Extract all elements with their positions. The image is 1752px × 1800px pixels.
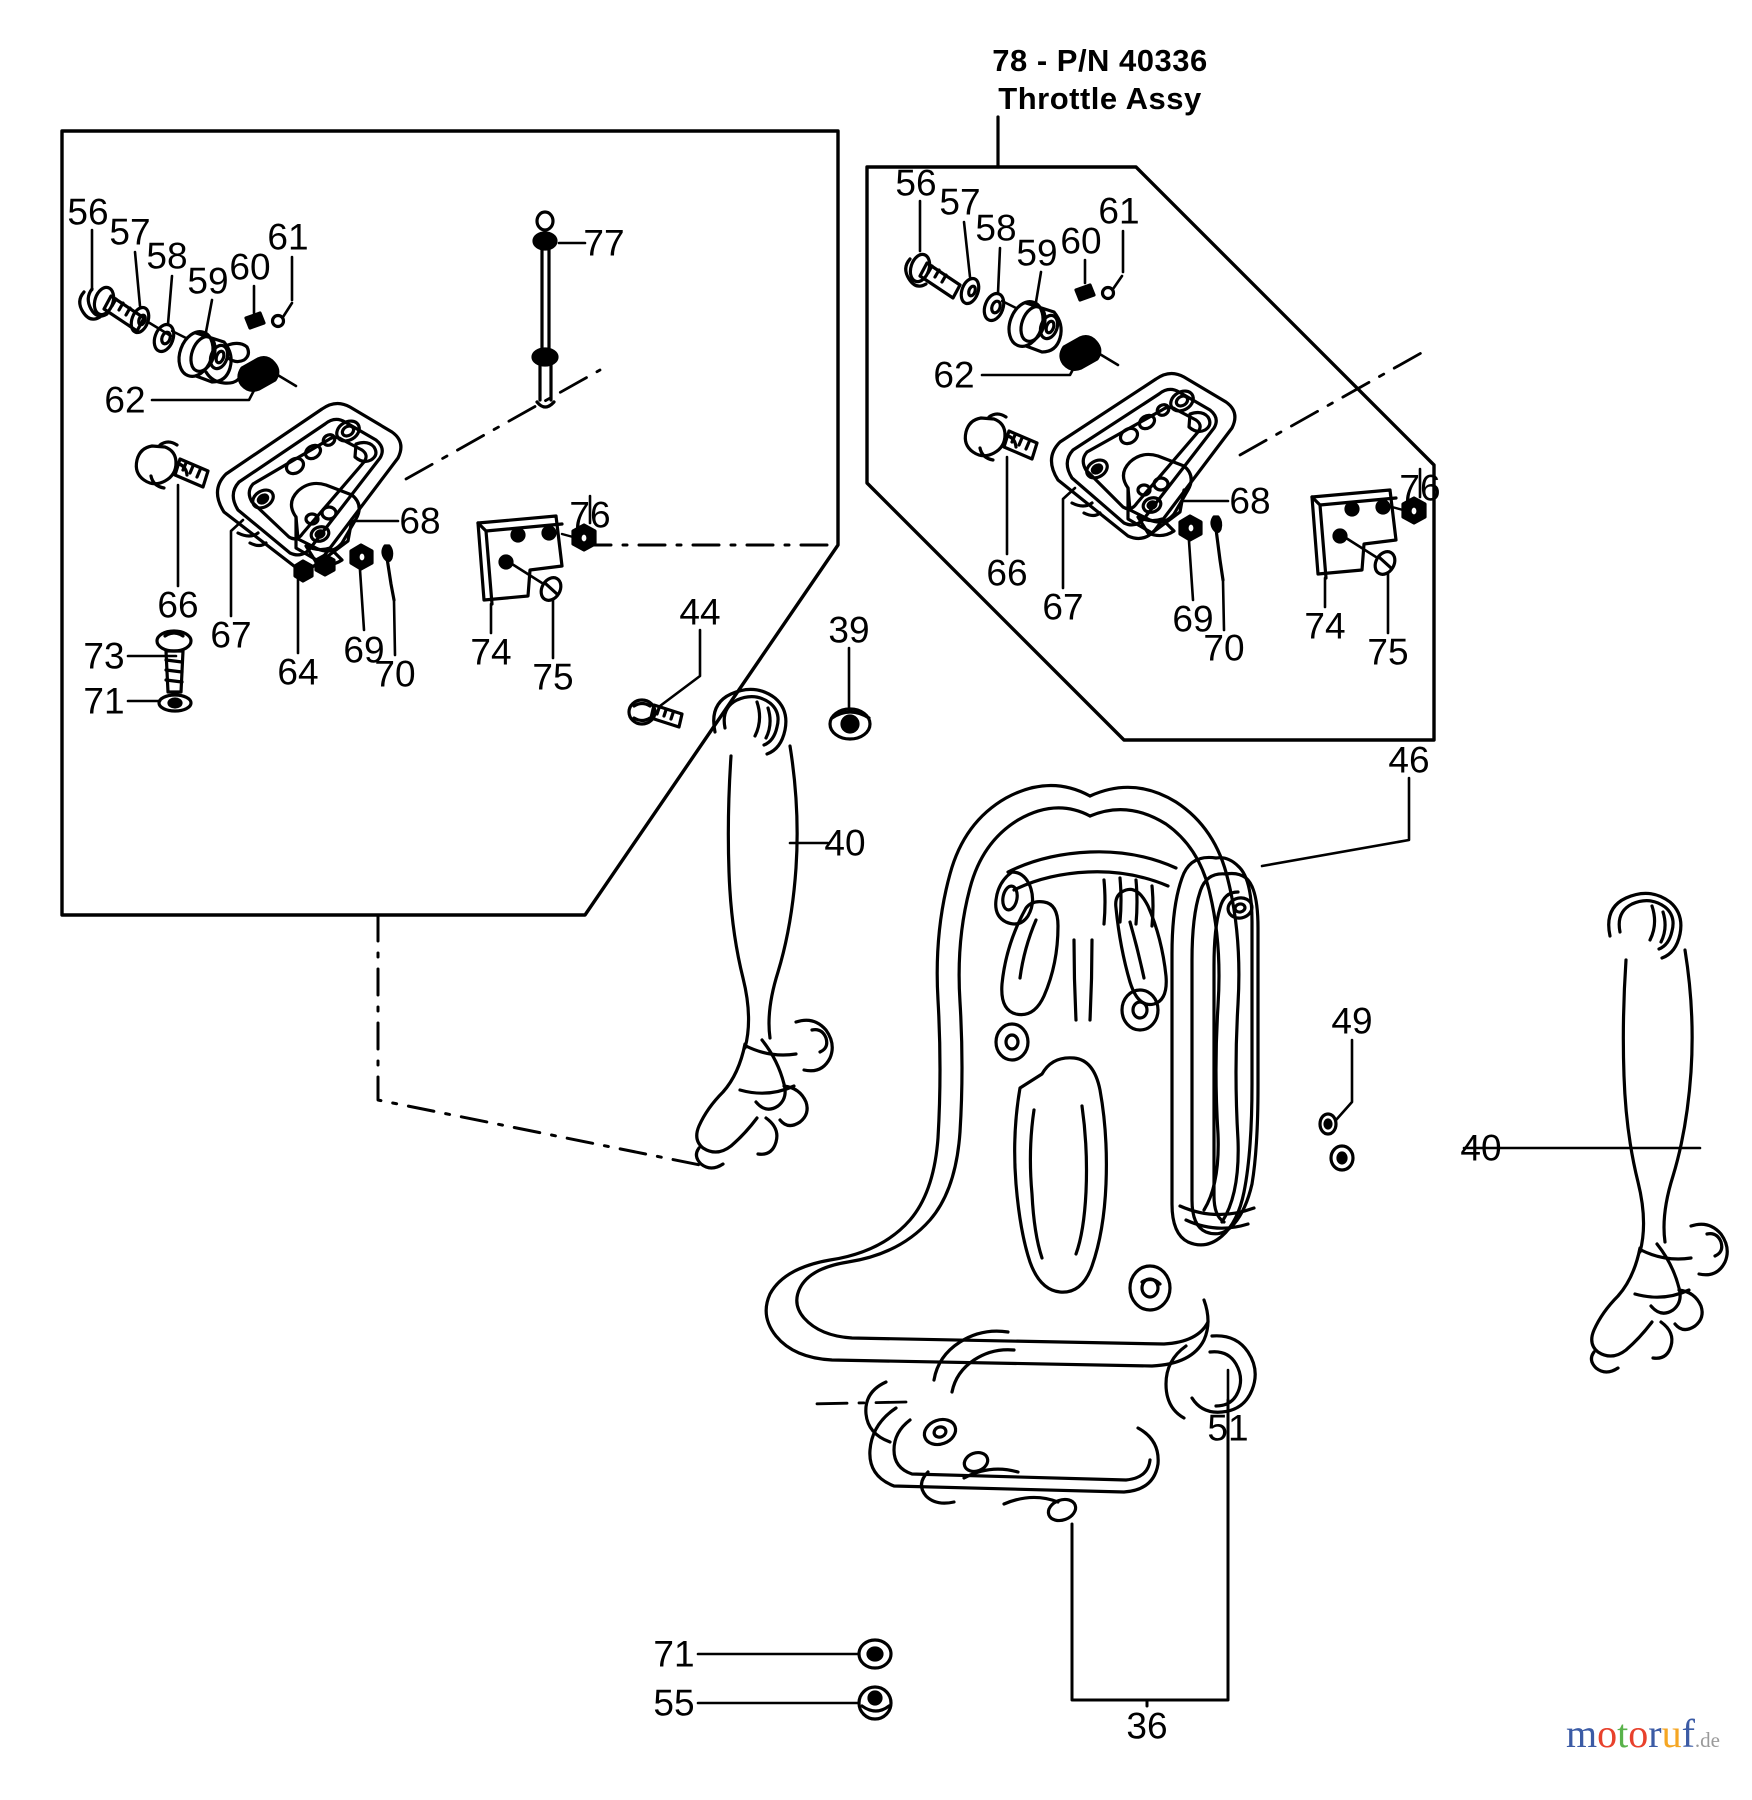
part-76-right-nut <box>1390 496 1427 525</box>
diagram-title-line2: Throttle Assy <box>998 81 1202 117</box>
callout-75-right-panel: 75 <box>1367 631 1409 673</box>
callout-76-left-panel: 76 <box>569 494 611 536</box>
callout-76-right-panel: 76 <box>1399 467 1441 509</box>
part-59-throttle-drum <box>177 330 251 385</box>
callout-49-main: 49 <box>1331 1000 1373 1042</box>
part-60-right-pin <box>1074 283 1096 302</box>
part-73-screw-long <box>155 629 193 694</box>
callout-67-right-panel: 67 <box>1042 586 1084 628</box>
callout-74-right-panel: 74 <box>1304 605 1346 647</box>
callout-56-left-panel: 56 <box>67 191 109 233</box>
callout-68-left-panel: 68 <box>399 500 441 542</box>
callout-62-right-panel: 62 <box>933 354 975 396</box>
callout-71-left-panel: 71 <box>83 680 125 722</box>
callout-44-main: 44 <box>679 591 721 633</box>
centerline-guides <box>404 346 1432 1406</box>
callout-73-left-panel: 73 <box>83 635 125 677</box>
callout-61-right-panel: 61 <box>1098 190 1140 232</box>
diagram-title-line1: 78 - P/N 40336 <box>992 43 1208 78</box>
callout-66-left-panel: 66 <box>157 584 199 626</box>
callout-70-right-panel: 70 <box>1203 627 1245 669</box>
part-69-nut <box>349 543 374 571</box>
callout-40-main: 40 <box>824 822 866 864</box>
callout-56-right-panel: 56 <box>895 162 937 204</box>
callout-60-left-panel: 60 <box>229 246 271 288</box>
watermark-letter: r <box>1648 1711 1662 1756</box>
callout-75-left-panel: 75 <box>532 656 574 698</box>
callout-59-left-panel: 59 <box>187 260 229 302</box>
callout-57-left-panel: 57 <box>109 211 151 253</box>
callout-61-left-panel: 61 <box>267 216 309 258</box>
callout-39-main: 39 <box>828 609 870 651</box>
part-49-grommet <box>1318 1112 1355 1172</box>
part-69-right-nut <box>1178 514 1203 542</box>
callout-77-left-panel: 77 <box>583 222 625 264</box>
part-75-screw <box>510 562 563 602</box>
part-68-right-bracket <box>1121 452 1193 538</box>
callout-67-left-panel: 67 <box>210 614 252 656</box>
callout-71-main: 71 <box>653 1633 695 1675</box>
callout-60-right-panel: 60 <box>1060 220 1102 262</box>
callout-36-main: 36 <box>1126 1705 1168 1747</box>
part-57-right-washer <box>959 276 981 306</box>
callout-69-left-panel: 69 <box>343 629 385 671</box>
part-64-nuts <box>293 553 336 583</box>
leader-lines <box>90 199 1702 1705</box>
part-70-cotter-pin <box>381 544 396 602</box>
watermark-brand: motoruf <box>1566 1711 1695 1756</box>
callout-59-right-panel: 59 <box>1016 232 1058 274</box>
callout-74-left-panel: 74 <box>470 631 512 673</box>
part-75-right-screw <box>1344 536 1397 576</box>
part-60-pin <box>244 311 266 330</box>
callout-68-right-panel: 68 <box>1229 480 1271 522</box>
callout-69-right-panel: 69 <box>1172 598 1214 640</box>
part-66-knob-bolt <box>134 440 210 490</box>
part-77-throttle-rod <box>531 210 559 409</box>
callout-66-right-panel: 66 <box>986 552 1028 594</box>
part-74-right-plate <box>1310 488 1398 580</box>
part-36-dimension-bracket <box>1070 1398 1230 1708</box>
part-74-plate <box>476 514 564 606</box>
callout-46-main: 46 <box>1388 739 1430 781</box>
callout-70-left-panel: 70 <box>374 653 416 695</box>
part-71-washer-left <box>157 693 193 713</box>
part-57-washer <box>129 305 151 335</box>
part-59-right-throttle-drum <box>1007 300 1063 354</box>
part-56-left-screw <box>78 285 146 333</box>
callout-58-right-panel: 58 <box>975 207 1017 249</box>
callout-57-right-panel: 57 <box>939 181 981 223</box>
part-44-screw <box>627 698 684 729</box>
watermark-letter: t <box>1617 1711 1629 1756</box>
callout-40-main: 40 <box>1460 1127 1502 1169</box>
watermark-letter: o <box>1597 1711 1618 1756</box>
part-61-right-pin <box>1100 274 1124 301</box>
callout-55-main: 55 <box>653 1682 695 1724</box>
watermark-letter: u <box>1661 1711 1682 1756</box>
part-36-backpack-frame <box>764 783 1257 1523</box>
callout-64-left-panel: 64 <box>277 651 319 693</box>
part-56-right-screw <box>904 252 962 300</box>
part-40-left-shoulder-strap <box>694 687 834 1170</box>
part-76-nut <box>560 523 597 552</box>
part-70-right-cotter-pin <box>1210 515 1225 582</box>
callout-62-left-panel: 62 <box>104 379 146 421</box>
part-66-right-knob-bolt <box>963 412 1039 462</box>
part-61-pin <box>270 301 294 329</box>
part-46-back-pad <box>1170 855 1260 1247</box>
diagram-title: 78 - P/N 40336 Throttle Assy <box>880 42 1320 119</box>
callout-58-left-panel: 58 <box>146 235 188 277</box>
watermark-suffix: .de <box>1694 1728 1720 1752</box>
part-62-bushing <box>237 356 298 392</box>
watermark-letter: f <box>1681 1711 1695 1756</box>
callout-51-main: 51 <box>1207 1407 1249 1449</box>
right-detail-box-outline <box>865 165 1436 742</box>
watermark-letter: m <box>1566 1711 1598 1756</box>
motoruf-watermark: motoruf.de <box>1566 1714 1720 1754</box>
watermark-letter: o <box>1628 1711 1649 1756</box>
part-40-right-shoulder-strap <box>1589 891 1729 1374</box>
left-detail-box-outline <box>60 129 840 917</box>
